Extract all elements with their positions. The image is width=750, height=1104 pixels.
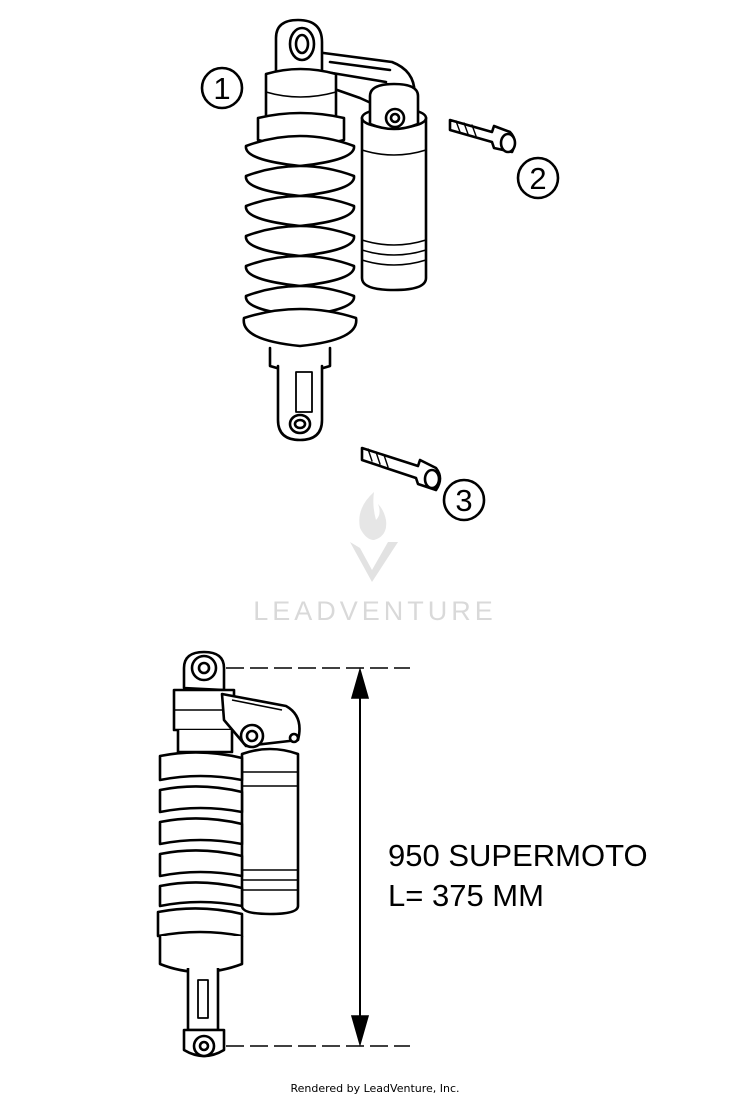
- dimension-model-label: 950 SUPERMOTO: [388, 838, 648, 873]
- flame-v-logo-icon: [350, 492, 398, 582]
- callout-2-number: 2: [529, 161, 546, 196]
- bolt-3: [360, 446, 442, 492]
- shock-absorber-assembled: [156, 650, 301, 1058]
- callout-3-number: 3: [455, 483, 472, 518]
- footer-credit: Rendered by LeadVenture, Inc.: [290, 1082, 460, 1095]
- watermark-brand: LEADVENTURE: [253, 596, 497, 626]
- callout-2: 2: [516, 156, 560, 200]
- shock-absorber-exploded: [242, 18, 517, 492]
- bolt-2: [448, 118, 517, 154]
- dimension-length-label: L= 375 MM: [388, 878, 544, 913]
- callout-1-number: 1: [213, 71, 230, 106]
- dimension-arrow: [226, 667, 410, 1047]
- callout-1: 1: [200, 66, 244, 110]
- callout-3: 3: [442, 478, 486, 522]
